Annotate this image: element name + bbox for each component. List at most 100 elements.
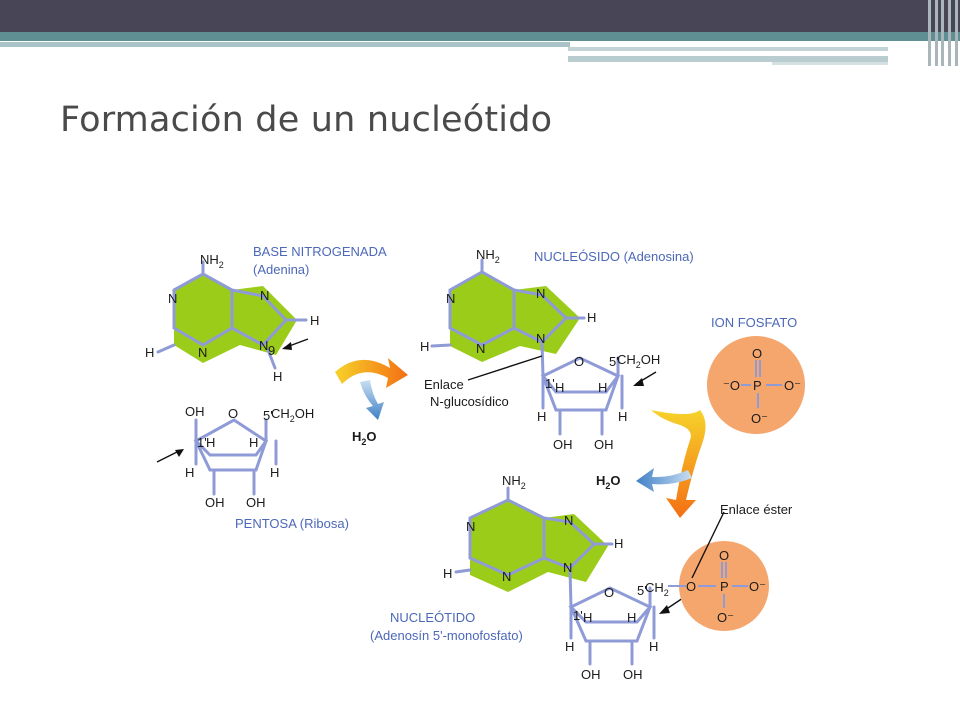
ribose-ring-bottom xyxy=(194,439,268,472)
nucleoside-h4: H xyxy=(598,380,607,395)
nucleotide-h4-bottom: H xyxy=(649,639,658,654)
adenine-h8: H xyxy=(310,313,319,328)
adenine-n1: N xyxy=(168,291,177,306)
nucleoside-n7: N xyxy=(536,286,545,301)
nucleoside-oh2: OH xyxy=(553,437,573,452)
decor-bar-3 xyxy=(568,56,888,62)
label-nucleosido: NUCLEÓSIDO (Adenosina) xyxy=(534,249,694,264)
nucleotide-n7: N xyxy=(564,513,573,528)
nucleotide-n1: N xyxy=(466,519,475,534)
arrow-2-blue xyxy=(636,468,692,492)
nucleoside-n3: N xyxy=(476,341,485,356)
phosphate-ion: O ⁻O P O⁻ O⁻ xyxy=(707,336,805,434)
nucleotide-oh2: OH xyxy=(581,667,601,682)
page-title: Formación de un nucleótido xyxy=(60,100,553,140)
arrow-1-blue xyxy=(360,380,384,420)
water-1: H2O xyxy=(352,429,377,447)
nucleoside-pos5: 5' xyxy=(609,354,619,369)
ribose-pos1: 1' xyxy=(197,435,207,450)
nucleoside-h8: H xyxy=(587,310,596,325)
nucleotide-base-fill xyxy=(470,500,608,592)
adenine-n9: N xyxy=(259,338,268,353)
nucleotide-n3: N xyxy=(502,569,511,584)
label-nucleotido: NUCLEÓTIDO xyxy=(390,610,475,625)
nucleoside-h-bond xyxy=(430,343,452,348)
ribose-oh-top: OH xyxy=(185,404,205,419)
nucleotide-molecule: NH2 N N N N H H O 5' CH2 1' H H H H OH O… xyxy=(443,473,684,682)
nucleoside-n1: N xyxy=(446,291,455,306)
ribose-ch2oh: CH2OH xyxy=(271,406,314,424)
phosphate-ion-circle xyxy=(707,336,805,434)
nucleotide-h8: H xyxy=(614,536,623,551)
ribose-oh3: OH xyxy=(246,495,266,510)
nucleoside-pointer-head xyxy=(633,378,644,386)
decor-bar-1 xyxy=(0,42,570,47)
nucleoside-ring-o: O xyxy=(574,354,584,369)
ribose-h4-bottom: H xyxy=(270,465,279,480)
label-ion-fosfato: ION FOSFATO xyxy=(711,315,797,330)
adenine-n7: N xyxy=(260,288,269,303)
label-enlace-ester: Enlace éster xyxy=(720,502,793,517)
water-2: H2O xyxy=(596,473,621,491)
nucleotide-h4: H xyxy=(627,610,636,625)
nucleotide-h-bond xyxy=(454,568,472,574)
adenine-h9: H xyxy=(273,369,282,384)
nucleotide-phosphate-o-bottom: O⁻ xyxy=(717,610,734,625)
enlace-ng-leader xyxy=(467,355,543,381)
reaction-arrow-1 xyxy=(335,358,408,420)
nucleotide-pointer-head xyxy=(659,605,670,614)
adenine-n3: N xyxy=(198,345,207,360)
label-enlace-ng-2: N-glucosídico xyxy=(430,394,509,409)
nucleoside-h4-bottom: H xyxy=(618,409,627,424)
decor-rails xyxy=(926,0,960,66)
arrow-2-orange xyxy=(651,410,706,518)
nucleoside-ch2oh: CH2OH xyxy=(617,352,660,370)
label-pentosa: PENTOSA (Ribosa) xyxy=(235,516,349,531)
nucleoside-pos1: 1' xyxy=(545,376,555,391)
nucleotide-ribose-top xyxy=(568,586,653,624)
phosphate-o-right: O⁻ xyxy=(784,378,801,393)
nucleoside-ribose-top xyxy=(540,356,621,394)
nucleotide-h1: H xyxy=(583,610,592,625)
nucleoside-nh-label: NH2 xyxy=(476,247,500,265)
phosphate-p: P xyxy=(753,378,762,393)
decor-bar-4 xyxy=(772,62,888,65)
nucleoside-oh3: OH xyxy=(594,437,614,452)
nucleotide-phosphate-o-top: O xyxy=(719,548,729,563)
ribose-pointer-head xyxy=(175,449,184,457)
label-base-nitrogenada: BASE NITROGENADA xyxy=(253,244,387,259)
nucleotide-ch2: CH2 xyxy=(645,580,669,598)
label-amp: (Adenosín 5'-monofosfato) xyxy=(370,628,523,643)
ribose-ring-o: O xyxy=(228,406,238,421)
adenine-h-bond xyxy=(156,343,176,354)
adenine-fill xyxy=(174,274,297,363)
nucleotide-n9: N xyxy=(563,560,572,575)
nucleotide-phosphate-p: P xyxy=(720,579,729,594)
nucleotide-pos1: 1' xyxy=(573,608,583,623)
nucleoside-molecule: NH2 N N N N H H O 5' CH2OH 1' H H H H OH… xyxy=(420,247,660,452)
nucleotide-phosphate-o-right: O⁻ xyxy=(749,579,766,594)
label-adenina: (Adenina) xyxy=(253,262,309,277)
nucleotide-ribose-bottom xyxy=(569,605,652,643)
nucleotide-h1-bottom: H xyxy=(565,639,574,654)
nucleotide-glycosidic-bond xyxy=(568,566,573,609)
ribose-pos5: 5' xyxy=(263,408,273,423)
nucleotide-nh-label: NH2 xyxy=(502,473,526,491)
arrow-1-orange xyxy=(335,358,408,388)
label-enlace-ng-1: Enlace xyxy=(424,377,464,392)
nucleotide-oh3: OH xyxy=(623,667,643,682)
ribose-h1-bottom: H xyxy=(185,465,194,480)
phosphate-o-bottom: O⁻ xyxy=(751,411,768,426)
ribose-oh2: OH xyxy=(205,495,225,510)
nucleoside-h1-bottom: H xyxy=(537,409,546,424)
nucleotide-phosphate-o-left: O xyxy=(686,579,696,594)
adenine-nh-label: NH2 xyxy=(200,252,224,270)
adenine-h9-bond xyxy=(266,348,277,370)
decor-bar-2 xyxy=(568,47,888,51)
nucleoside-glycosidic-bond xyxy=(540,340,545,378)
nucleoside-h1: H xyxy=(555,380,564,395)
nucleotide-phosphate: O O P O⁻ O⁻ xyxy=(668,511,769,631)
nucleotide-pos5: 5' xyxy=(637,583,647,598)
nucleoside-h2: H xyxy=(420,339,429,354)
